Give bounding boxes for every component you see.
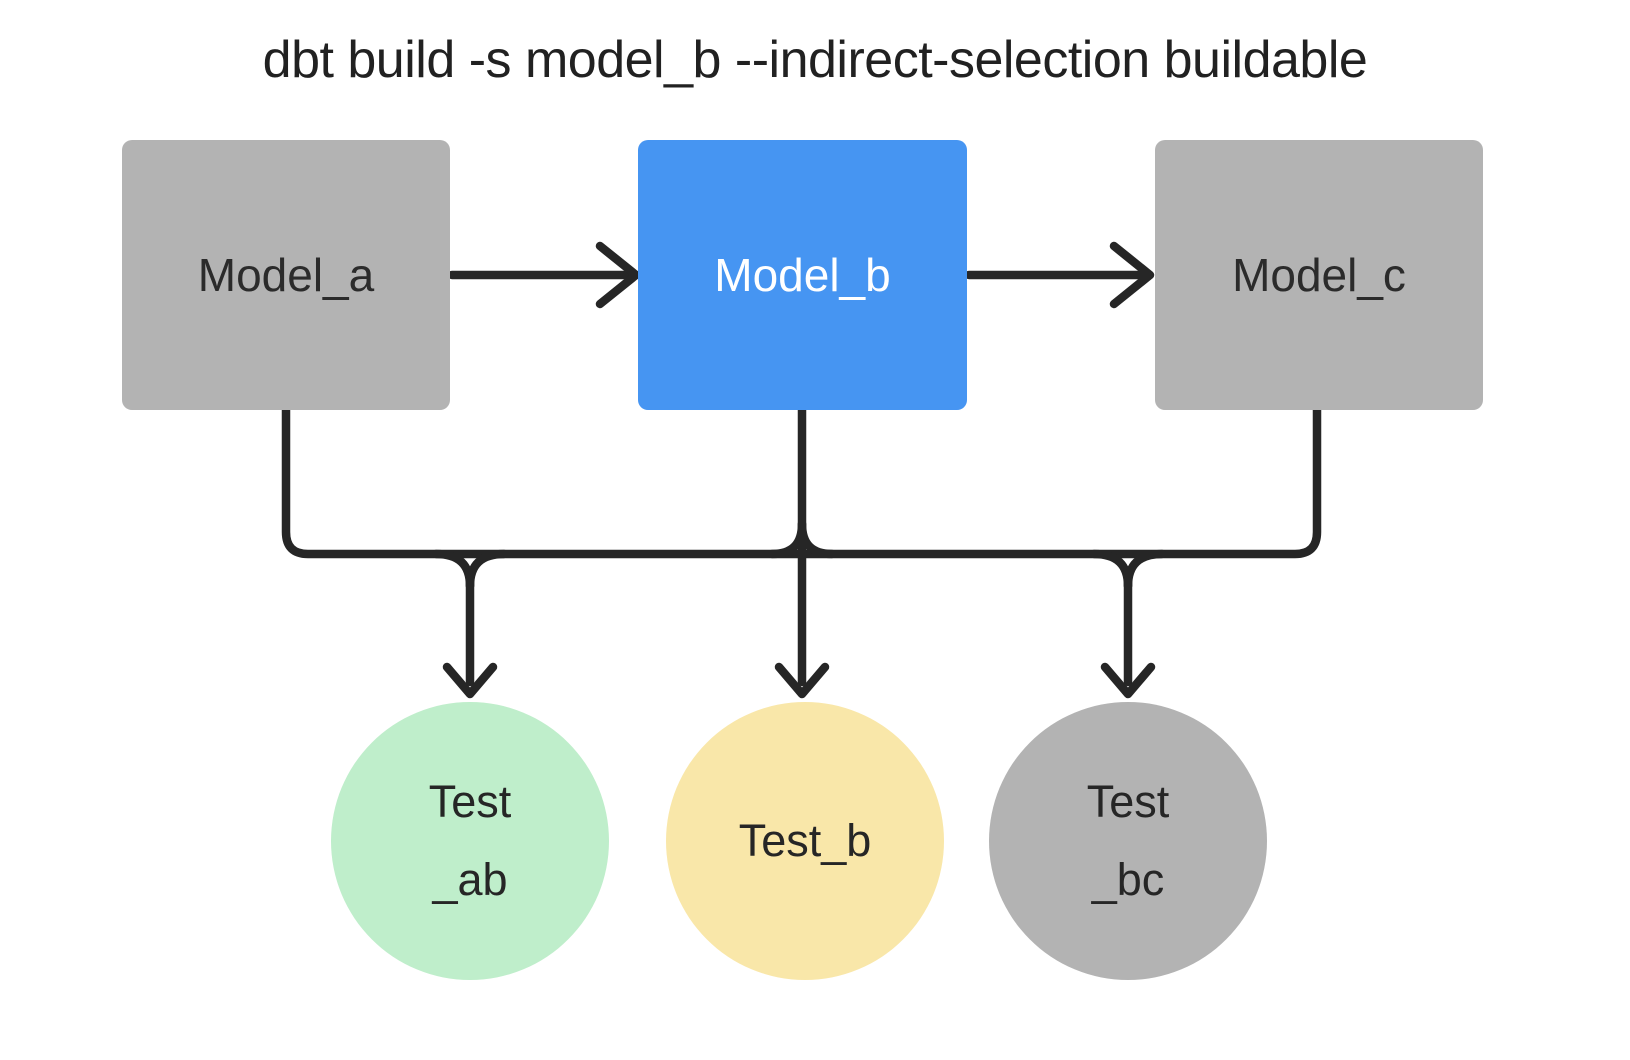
junction-model_b-right-fillet [797, 519, 837, 559]
edge-to-test_bc-arrowhead-icon [1100, 662, 1156, 699]
junction-test_ab-right-fillet [465, 549, 509, 591]
edge-model_a-model_b-arrowhead-icon [595, 241, 641, 309]
test-label-line: Test [428, 776, 512, 827]
edge-to-test_ab-arrowhead-icon [442, 662, 498, 699]
diagram-title: dbt build -s model_b --indirect-selectio… [262, 31, 1368, 89]
junction-test_bc-left-fillet [1089, 549, 1133, 591]
edge-model_b-model_c-arrowhead-icon [1109, 241, 1155, 309]
model-node-model_b-selected: Model_b [638, 140, 967, 410]
junction-test_ab-left-fillet [431, 549, 475, 591]
test-label-line: Test [1086, 776, 1170, 827]
edge-to-test_b-arrowhead-icon [774, 662, 830, 699]
model-node-model_a: Model_a [122, 140, 450, 410]
edge-bus-line [281, 401, 1322, 559]
test-label-line: Test_b [738, 815, 872, 866]
model-label-model_b: Model_b [714, 249, 891, 301]
model-label-model_c: Model_c [1232, 249, 1406, 301]
model-node-model_c: Model_c [1155, 140, 1483, 410]
junction-model_b-left-fillet [767, 519, 807, 559]
test-label-line: _ab [432, 854, 508, 905]
junction-test_bc-right-fillet [1123, 549, 1167, 591]
test-node-test_bc: Test _bc [989, 702, 1267, 980]
test-label-line: _bc [1091, 854, 1165, 905]
model-label-model_a: Model_a [197, 249, 375, 301]
test-node-test_ab: Test _ab [331, 702, 609, 980]
test-node-test_b: Test_b [666, 702, 944, 980]
